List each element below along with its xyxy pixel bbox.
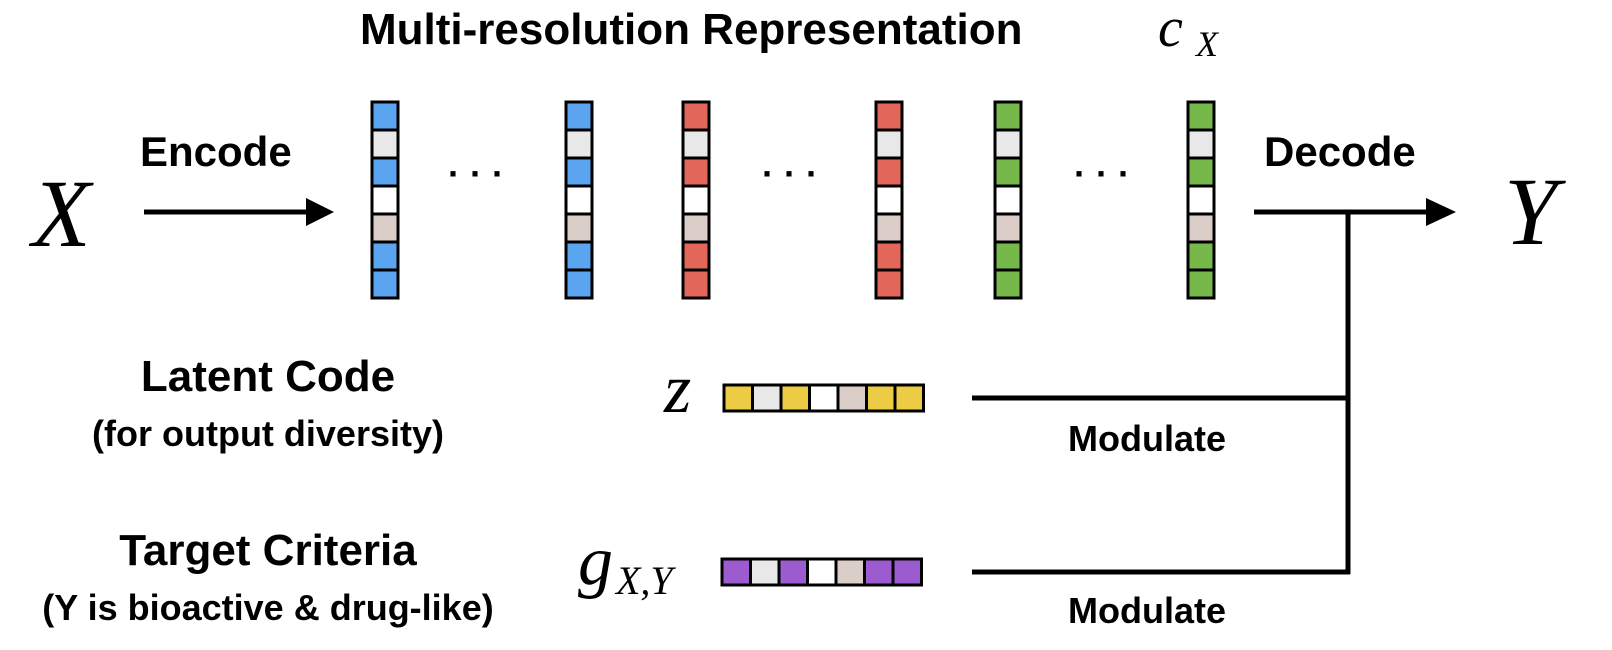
latent-title: Latent Code [141, 352, 395, 401]
target-vector [720, 557, 923, 587]
vector-cell [993, 184, 1023, 216]
vector-green-1 [993, 100, 1023, 300]
target-modulate-label: Modulate [1068, 590, 1226, 631]
vector-cell [1186, 156, 1216, 188]
vector-cell [1186, 212, 1216, 244]
vector-red-1 [681, 100, 711, 300]
vector-cell [681, 100, 711, 132]
vector-cell [1186, 268, 1216, 300]
representation-vectors [370, 100, 1216, 300]
vector-cell [808, 383, 840, 413]
title-symbol-sub: X [1194, 24, 1220, 64]
vector-cell [681, 184, 711, 216]
vector-cell [993, 268, 1023, 300]
vector-cell [993, 212, 1023, 244]
vector-cell [893, 383, 925, 413]
vector-cell [993, 156, 1023, 188]
vector-cell [891, 557, 923, 587]
vector-cell [564, 128, 594, 160]
vector-cell [564, 240, 594, 272]
vector-cell [874, 184, 904, 216]
title-symbol: c [1158, 0, 1183, 59]
vector-cell [681, 240, 711, 272]
vector-red-2 [874, 100, 904, 300]
vector-cell [681, 212, 711, 244]
vector-cell [865, 383, 897, 413]
vector-cell [1186, 184, 1216, 216]
vector-cell [564, 268, 594, 300]
vector-green-2 [1186, 100, 1216, 300]
vector-cell [874, 212, 904, 244]
decode-label: Decode [1264, 128, 1416, 175]
vector-cell [370, 156, 400, 188]
vector-cell [370, 212, 400, 244]
vector-cell [874, 156, 904, 188]
vector-cell [777, 557, 809, 587]
vector-cell [993, 240, 1023, 272]
vector-cell [370, 100, 400, 132]
target-subtitle: (Y is bioactive & drug-like) [42, 587, 493, 628]
vector-cell [564, 212, 594, 244]
vector-cell [681, 268, 711, 300]
vector-cell [370, 240, 400, 272]
latent-symbol: z [663, 351, 691, 428]
latent-subtitle: (for output diversity) [92, 413, 444, 454]
encode-label: Encode [140, 128, 292, 175]
target-symbol-sub: X,Y [614, 558, 676, 603]
vector-cell [681, 128, 711, 160]
vector-cell [681, 156, 711, 188]
vector-cell [834, 557, 866, 587]
vector-cell [836, 383, 868, 413]
vector-cell [779, 383, 811, 413]
vector-cell [993, 128, 1023, 160]
ellipsis-red: · · · [762, 153, 818, 194]
vector-cell [564, 156, 594, 188]
vector-cell [1186, 128, 1216, 160]
vector-blue-1 [370, 100, 400, 300]
encode-arrow-head [306, 198, 334, 226]
vector-cell [751, 383, 783, 413]
target-title: Target Criteria [119, 526, 417, 575]
vector-cell [1186, 100, 1216, 132]
title-text: Multi-resolution Representation [360, 5, 1022, 54]
ellipsis-blue: · · · [448, 153, 504, 194]
vector-cell [722, 383, 754, 413]
vector-cell [1186, 240, 1216, 272]
vector-cell [370, 268, 400, 300]
output-symbol: Y [1504, 158, 1566, 265]
vector-cell [863, 557, 895, 587]
input-symbol: X [28, 160, 94, 267]
target-symbol: g [578, 523, 613, 600]
latent-modulate-label: Modulate [1068, 418, 1226, 459]
vector-cell [806, 557, 838, 587]
vector-cell [564, 100, 594, 132]
vector-cell [720, 557, 752, 587]
vector-cell [749, 557, 781, 587]
decode-arrow-head [1426, 198, 1456, 226]
vector-cell [370, 128, 400, 160]
vector-cell [874, 240, 904, 272]
vector-blue-2 [564, 100, 594, 300]
vector-cell [370, 184, 400, 216]
vector-cell [874, 128, 904, 160]
vector-cell [993, 100, 1023, 132]
vector-cell [874, 268, 904, 300]
latent-vector [722, 383, 925, 413]
vector-cell [564, 184, 594, 216]
vector-cell [874, 100, 904, 132]
ellipsis-green: · · · [1074, 153, 1130, 194]
